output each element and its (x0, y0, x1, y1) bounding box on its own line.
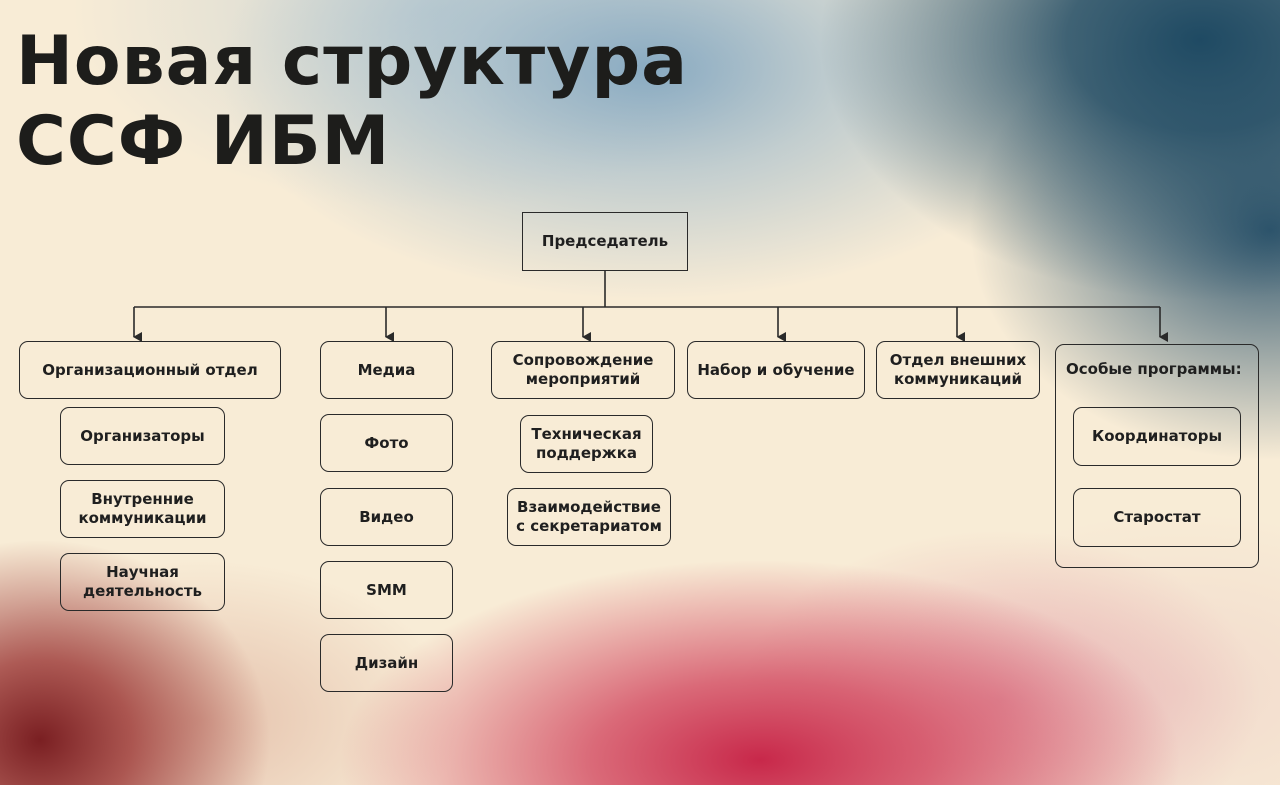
media-department-box: Медиа (320, 341, 453, 399)
chairman-label: Председатель (541, 232, 669, 250)
org-item-science: Научная деятельность (60, 553, 225, 611)
org-department-label: Организационный отдел (42, 360, 258, 379)
title-line-2: ССФ ИБМ (16, 102, 391, 181)
media-item-smm: SMM (320, 561, 453, 619)
special-item-coordinators: Координаторы (1073, 407, 1241, 466)
media-item-label: Дизайн (354, 653, 419, 672)
recruit-department-label: Набор и обучение (697, 360, 855, 379)
media-item-label: Видео (359, 507, 414, 526)
org-item-label: Научная деятельность (83, 563, 202, 600)
recruit-department-box: Набор и обучение (687, 341, 865, 399)
media-item-label: Фото (364, 433, 409, 452)
special-programs-group (1055, 344, 1259, 568)
media-item-photo: Фото (320, 414, 453, 472)
org-item-internal-comms: Внутренние коммуникации (60, 480, 225, 538)
special-item-label: Старостат (1113, 508, 1201, 526)
events-department-label: Сопровождение мероприятий (512, 351, 654, 388)
chairman-box: Председатель (522, 212, 688, 271)
media-item-video: Видео (320, 488, 453, 546)
special-item-starostat: Старостат (1073, 488, 1241, 547)
media-department-label: Медиа (357, 360, 416, 379)
media-item-design: Дизайн (320, 634, 453, 692)
org-department-box: Организационный отдел (19, 341, 281, 399)
title-line-1: Новая структура (16, 22, 689, 101)
external-department-label: Отдел внешних коммуникаций (889, 351, 1027, 388)
events-item-tech-support: Техническая поддержка (520, 415, 653, 473)
events-item-label: Техническая поддержка (531, 425, 642, 462)
org-item-organizers: Организаторы (60, 407, 225, 465)
org-item-label: Внутренние коммуникации (78, 490, 207, 527)
media-item-label: SMM (366, 580, 407, 599)
page-title: Новая структура ССФ ИБМ (16, 22, 688, 182)
events-item-secretariat: Взаимодействие с секретариатом (507, 488, 671, 546)
special-item-label: Координаторы (1091, 427, 1223, 445)
events-item-label: Взаимодействие с секретариатом (516, 498, 662, 535)
org-item-label: Организаторы (80, 426, 205, 445)
special-programs-label: Особые программы: (1066, 360, 1242, 378)
external-department-box: Отдел внешних коммуникаций (876, 341, 1040, 399)
events-department-box: Сопровождение мероприятий (491, 341, 675, 399)
